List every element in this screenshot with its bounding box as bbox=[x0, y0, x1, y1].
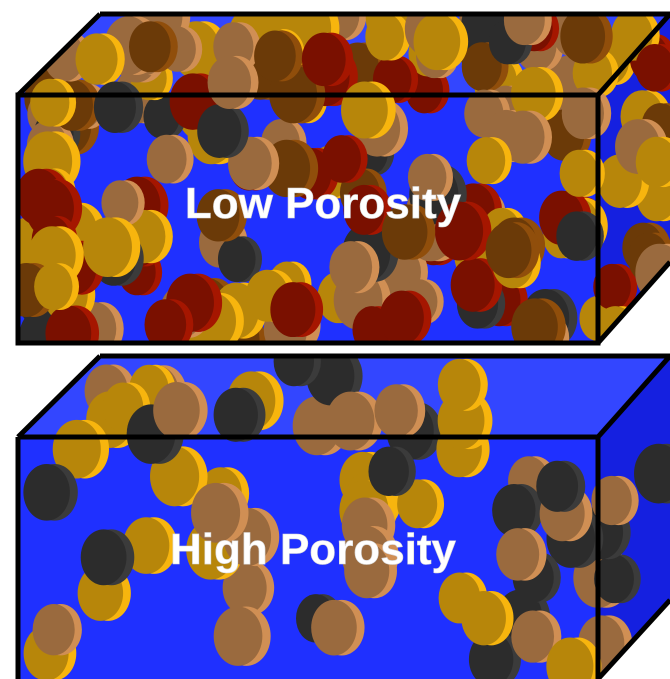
grain bbox=[213, 387, 258, 442]
grain bbox=[122, 517, 170, 574]
high-box-edges bbox=[15, 353, 670, 679]
grain bbox=[197, 104, 242, 158]
grain bbox=[191, 482, 241, 543]
grain bbox=[270, 282, 316, 338]
grain bbox=[144, 299, 187, 343]
grain bbox=[511, 610, 555, 663]
grain bbox=[365, 14, 405, 61]
grain bbox=[23, 463, 70, 521]
grain bbox=[559, 149, 599, 197]
grain bbox=[437, 358, 481, 411]
grain bbox=[556, 211, 597, 261]
grain bbox=[546, 637, 594, 679]
grain bbox=[503, 14, 545, 46]
low-porosity-box: Low Porosity bbox=[15, 11, 670, 346]
grain bbox=[18, 14, 53, 66]
low-box-edges bbox=[15, 11, 670, 346]
grain bbox=[561, 87, 604, 140]
grain bbox=[273, 356, 314, 387]
grain bbox=[413, 14, 461, 71]
grain bbox=[461, 42, 502, 91]
grain bbox=[301, 32, 346, 87]
grain bbox=[83, 217, 132, 277]
grain bbox=[153, 381, 200, 439]
high-porosity-label: High Porosity bbox=[170, 525, 457, 574]
grain bbox=[485, 222, 532, 279]
grain bbox=[329, 241, 373, 294]
grain bbox=[627, 312, 666, 343]
grain bbox=[434, 201, 484, 261]
grain bbox=[52, 419, 101, 479]
grain bbox=[196, 189, 240, 242]
grain bbox=[30, 78, 70, 127]
grain bbox=[374, 384, 418, 438]
grain bbox=[254, 30, 296, 82]
grain bbox=[407, 153, 447, 201]
low-porosity-label: Low Porosity bbox=[185, 179, 462, 228]
grain bbox=[101, 180, 139, 226]
grain bbox=[222, 561, 267, 615]
grain bbox=[343, 184, 385, 235]
grain bbox=[80, 529, 127, 586]
grain bbox=[397, 479, 438, 529]
grain bbox=[32, 604, 75, 656]
grain bbox=[146, 134, 187, 184]
grain bbox=[45, 305, 92, 343]
grain bbox=[321, 135, 361, 183]
low-porosity-grains bbox=[18, 14, 670, 343]
grain bbox=[213, 606, 263, 666]
grain bbox=[635, 136, 670, 188]
grain bbox=[217, 236, 256, 283]
grain bbox=[496, 528, 540, 581]
grain bbox=[381, 204, 428, 260]
grain bbox=[326, 391, 375, 451]
grain bbox=[560, 14, 606, 64]
grain bbox=[468, 632, 514, 679]
grain bbox=[93, 81, 136, 133]
grain bbox=[34, 263, 73, 311]
grain bbox=[368, 446, 409, 496]
grain bbox=[500, 110, 545, 164]
grain-rim bbox=[28, 14, 67, 44]
grain bbox=[466, 137, 506, 185]
grain bbox=[536, 460, 579, 512]
grain bbox=[311, 599, 357, 656]
grain bbox=[635, 44, 670, 92]
grain bbox=[344, 543, 390, 599]
high-porosity-grains bbox=[23, 356, 670, 679]
grain bbox=[511, 298, 558, 343]
grain-rim bbox=[634, 312, 670, 343]
grain bbox=[461, 591, 506, 646]
grain bbox=[594, 306, 636, 343]
grain bbox=[207, 55, 252, 109]
grain bbox=[593, 263, 631, 310]
grain bbox=[634, 443, 670, 504]
grain bbox=[594, 554, 634, 604]
high-porosity-box: High Porosity bbox=[15, 353, 670, 679]
grain bbox=[492, 483, 536, 537]
grain bbox=[22, 14, 61, 44]
grain bbox=[591, 475, 632, 526]
grain bbox=[75, 33, 118, 85]
grain bbox=[341, 81, 388, 139]
grain bbox=[128, 21, 171, 73]
grain bbox=[379, 290, 424, 343]
grain bbox=[450, 258, 495, 312]
